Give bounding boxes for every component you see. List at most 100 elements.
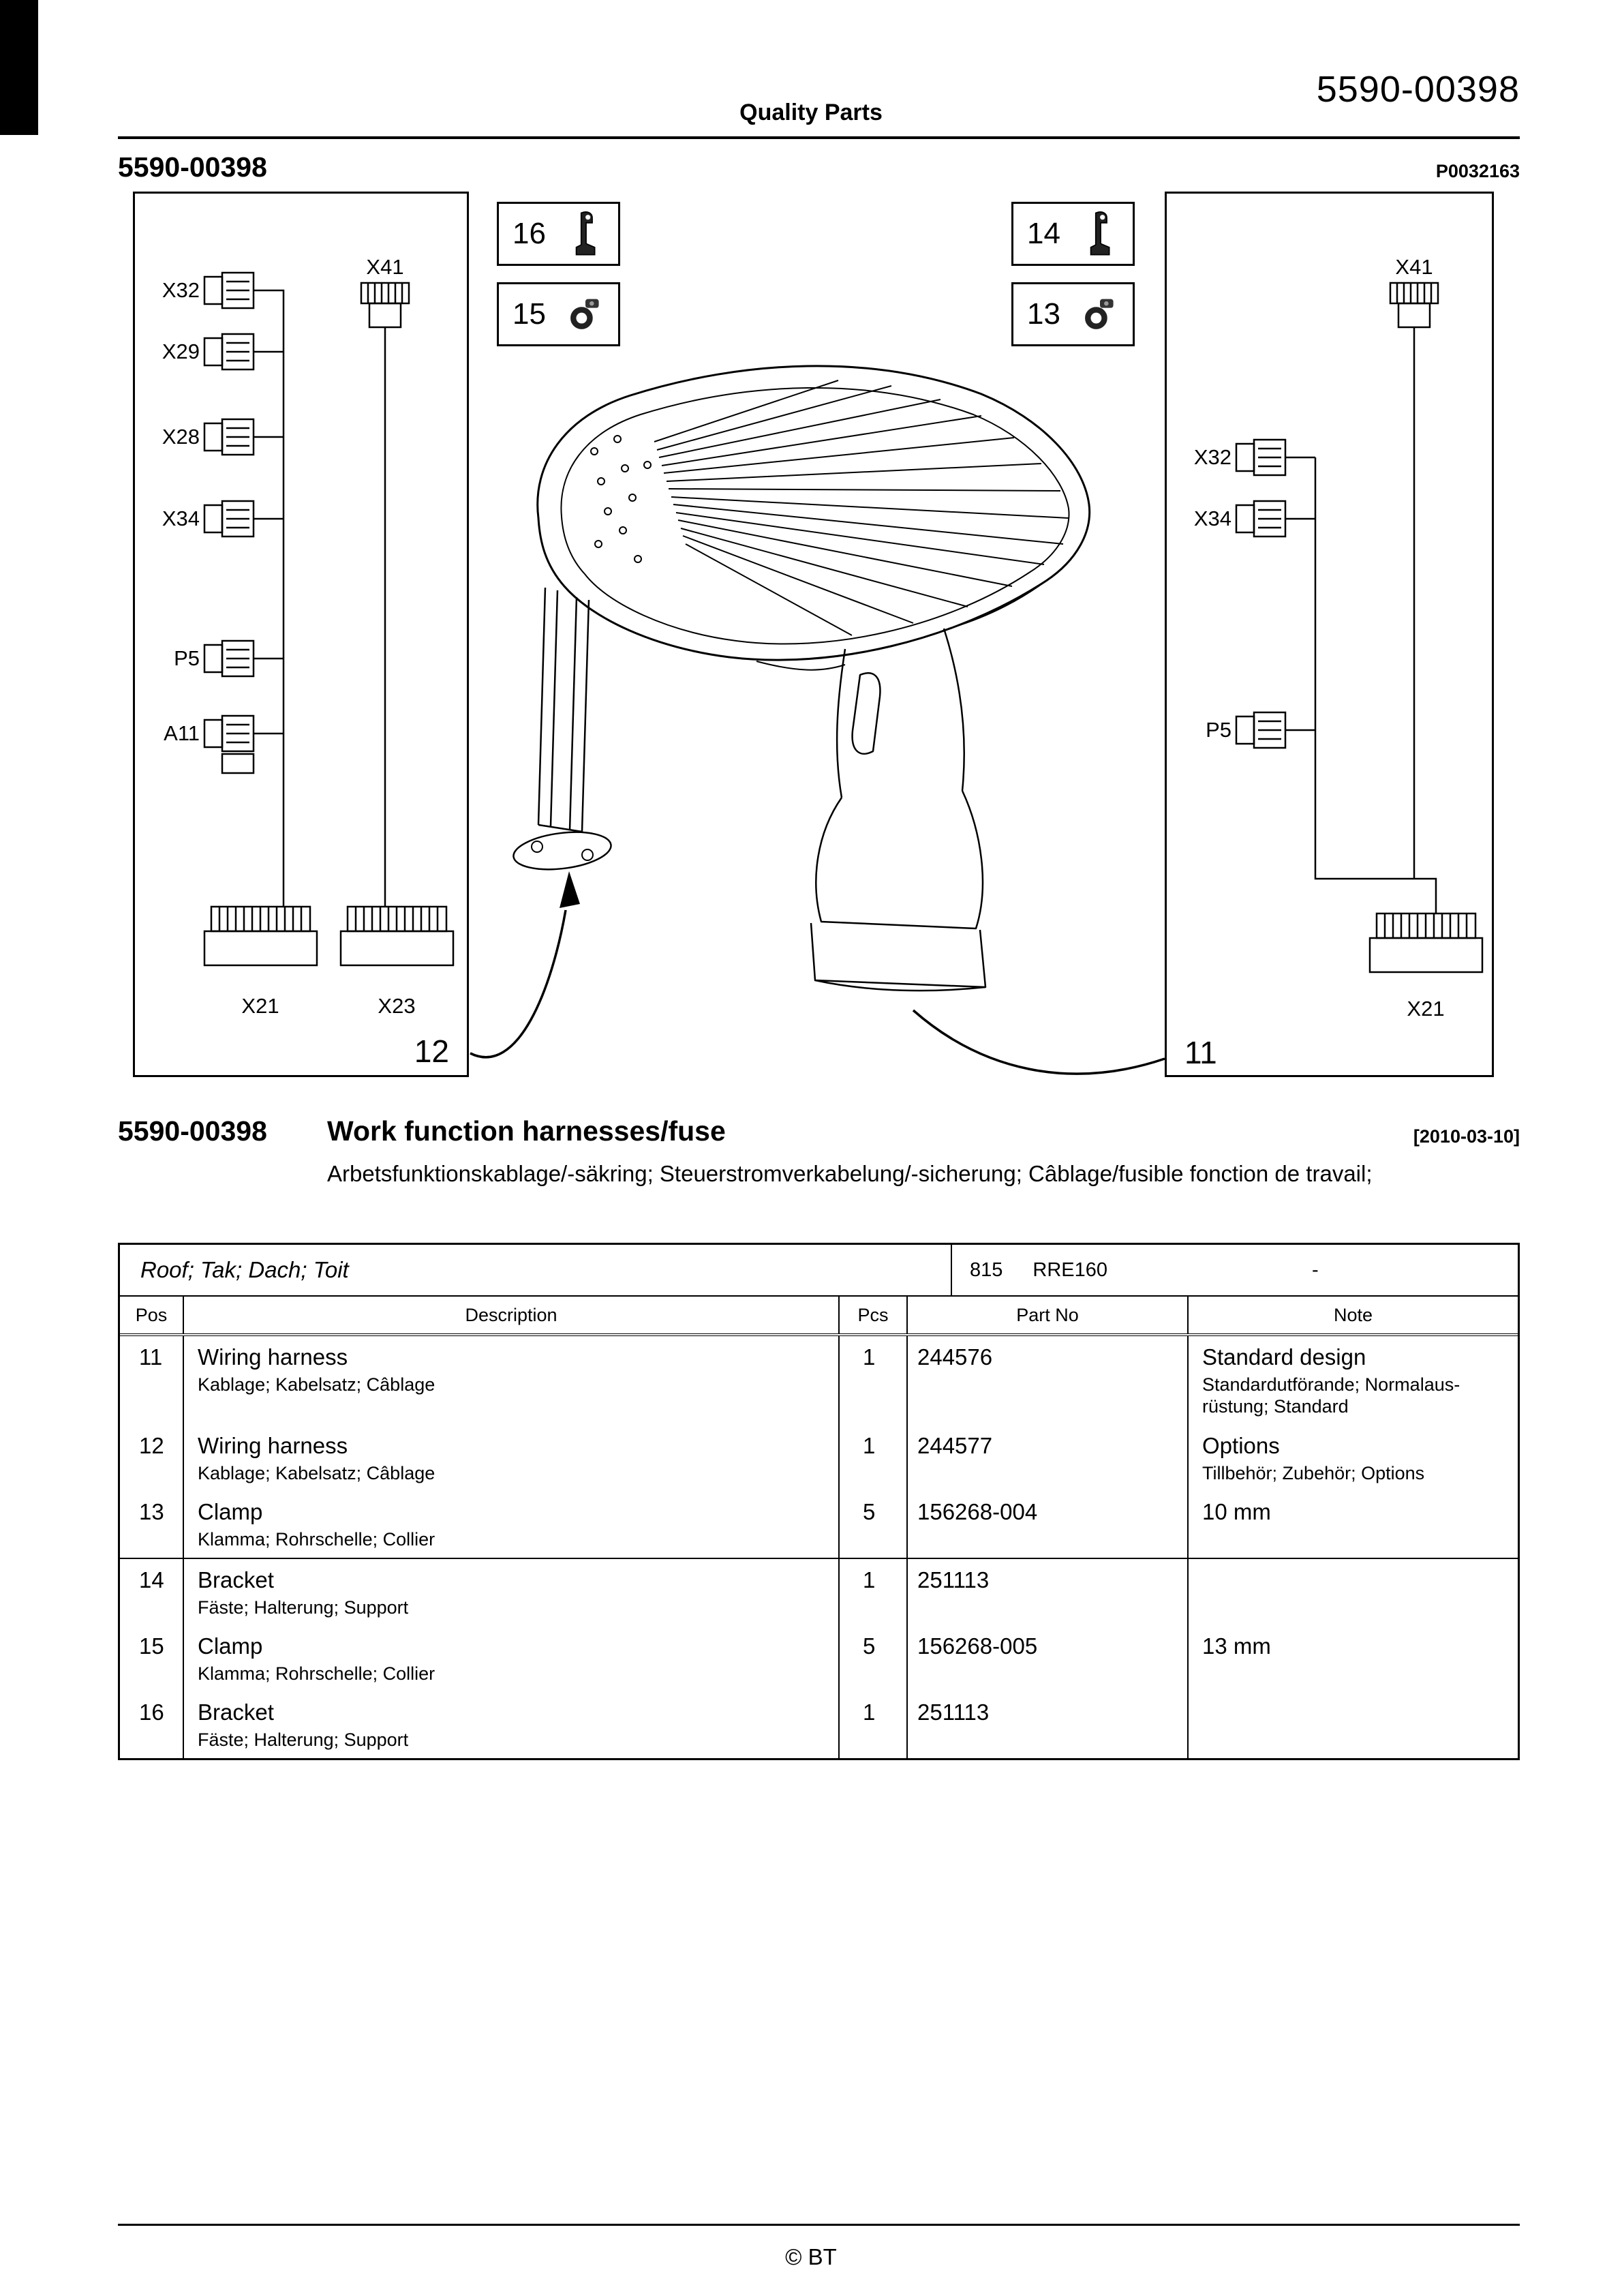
connector-x23-icon — [339, 905, 455, 967]
col-header-description: Description — [184, 1297, 840, 1333]
callout-15: 15 — [497, 282, 620, 346]
callout-14-number: 14 — [1027, 217, 1060, 250]
page-id: 5590-00398 — [118, 151, 267, 183]
connector-x32-icon — [203, 271, 255, 309]
row-pcs: 1 — [840, 1336, 908, 1425]
connector-label-x41: X41 — [366, 255, 404, 279]
row-note — [1189, 1559, 1518, 1625]
connector-x32-icon — [1235, 438, 1287, 477]
row-note: 13 mm — [1189, 1625, 1518, 1691]
row-pos: 11 — [120, 1336, 184, 1425]
row-description: Bracket Fäste; Halterung; Support — [184, 1558, 840, 1625]
parts-table: Roof; Tak; Dach; Toit 815 RRE160 - Pos D… — [118, 1243, 1520, 1760]
row-desc-sub: Fäste; Halterung; Support — [198, 1597, 409, 1618]
row-part-no: 251113 — [908, 1558, 1189, 1625]
row-part-no: 244576 — [908, 1336, 1189, 1425]
connector-x41-icon — [360, 282, 410, 329]
scan-artifact — [0, 0, 38, 135]
table-group-header: Roof; Tak; Dach; Toit 815 RRE160 - — [120, 1245, 1518, 1297]
footer-copyright: © BT — [785, 2244, 837, 2269]
connector-x28-icon — [203, 418, 255, 456]
row-pos: 14 — [120, 1558, 184, 1625]
wire — [254, 289, 285, 907]
col-header-pos: Pos — [120, 1297, 184, 1333]
group-model-cell: 815 RRE160 - — [952, 1245, 1518, 1295]
connector-x34-icon — [1235, 500, 1287, 538]
clamp-icon — [570, 299, 599, 329]
connector-label-x28: X28 — [162, 425, 200, 449]
harness-11-wiring — [1235, 282, 1484, 973]
row-description: Clamp Klamma; Rohrschelle; Collier — [184, 1491, 840, 1558]
roof-outline — [536, 365, 1091, 661]
row-description: Wiring harness Kablage; Kabelsatz; Câbla… — [184, 1424, 840, 1492]
connector-label-x29: X29 — [162, 339, 200, 363]
connector-label-x21: X21 — [241, 994, 279, 1018]
table-row: 12 Wiring harness Kablage; Kabelsatz; Câ… — [120, 1424, 1518, 1492]
row-pos: 15 — [120, 1625, 184, 1692]
harness-diagram-11: X41 X32 X34 P5 X21 11 — [1165, 192, 1494, 1077]
footer-rule — [118, 2224, 1520, 2226]
row-pcs: 5 — [840, 1491, 908, 1558]
row-note: 10 mm — [1189, 1491, 1518, 1557]
row-note-sub: Tillbehör; Zubehör; Options — [1202, 1462, 1425, 1483]
row-desc-main: Clamp — [198, 1499, 263, 1525]
connector-label-x34: X34 — [162, 507, 200, 530]
leader-line-12 — [470, 871, 580, 1059]
header-doc-number: 5590-00398 — [1316, 69, 1520, 110]
row-pos: 12 — [120, 1424, 184, 1492]
group-scope: Roof; Tak; Dach; Toit — [120, 1245, 952, 1295]
section-subtitle: Arbetsfunktionskablage/-säkring; Steuers… — [327, 1161, 1373, 1186]
row-part-no: 156268-004 — [908, 1491, 1189, 1558]
row-pcs: 1 — [840, 1558, 908, 1625]
connector-label-x32: X32 — [1193, 445, 1231, 469]
callout-16-number: 16 — [512, 217, 546, 250]
connector-label-p5: P5 — [1206, 718, 1231, 742]
row-description: Bracket Fäste; Halterung; Support — [184, 1691, 840, 1758]
item-number-12: 12 — [414, 1033, 449, 1069]
group-model: RRE160 — [1032, 1258, 1108, 1281]
row-pcs: 1 — [840, 1424, 908, 1492]
section-number: 5590-00398 — [118, 1115, 267, 1147]
table-row: 15 Clamp Klamma; Rohrschelle; Collier 5 … — [120, 1625, 1518, 1692]
plate-code: P0032163 — [1435, 161, 1520, 181]
callout-13: 13 — [1011, 282, 1135, 346]
row-desc-main: Clamp — [198, 1633, 263, 1659]
header-brand: Quality Parts — [739, 100, 883, 125]
row-pos: 13 — [120, 1491, 184, 1558]
bracket-icon — [575, 211, 596, 256]
callout-13-number: 13 — [1027, 297, 1060, 331]
row-desc-main: Wiring harness — [198, 1344, 348, 1370]
connector-label-x23: X23 — [378, 994, 416, 1018]
table-row: 14 Bracket Fäste; Halterung; Support 1 2… — [120, 1557, 1518, 1625]
connector-label-x21: X21 — [1407, 997, 1445, 1021]
group-code: 815 — [970, 1258, 1003, 1281]
col-header-part-no: Part No — [908, 1297, 1189, 1333]
row-pcs: 1 — [840, 1691, 908, 1758]
col-header-pcs: Pcs — [840, 1297, 908, 1333]
connector-a11-icon — [203, 714, 255, 774]
row-desc-sub: Fäste; Halterung; Support — [198, 1729, 409, 1751]
harness-12-wiring — [203, 271, 455, 967]
connector-label-x41: X41 — [1395, 255, 1433, 279]
roof-assembly-drawing — [470, 365, 1165, 1075]
table-row: 13 Clamp Klamma; Rohrschelle; Collier 5 … — [120, 1491, 1518, 1558]
row-desc-main: Bracket — [198, 1700, 274, 1725]
section-title: Work function harnesses/fuse — [327, 1115, 726, 1147]
row-note — [1189, 1691, 1518, 1757]
row-desc-main: Wiring harness — [198, 1432, 348, 1458]
connector-x21-icon — [203, 905, 318, 967]
row-part-no: 156268-005 — [908, 1625, 1189, 1692]
row-pcs: 5 — [840, 1625, 908, 1692]
item-number-11: 11 — [1184, 1035, 1217, 1070]
row-description: Clamp Klamma; Rohrschelle; Collier — [184, 1625, 840, 1692]
row-part-no: 244577 — [908, 1424, 1189, 1492]
group-dash: - — [1312, 1258, 1319, 1281]
table-row: 16 Bracket Fäste; Halterung; Support 1 2… — [120, 1691, 1518, 1758]
clamp-icon — [1085, 299, 1114, 329]
header-rule — [118, 136, 1520, 139]
chassis-body — [756, 580, 1047, 992]
connector-x34-icon — [203, 500, 255, 538]
row-description: Wiring harness Kablage; Kabelsatz; Câbla… — [184, 1336, 840, 1425]
row-desc-sub: Kablage; Kabelsatz; Câblage — [198, 1462, 435, 1483]
